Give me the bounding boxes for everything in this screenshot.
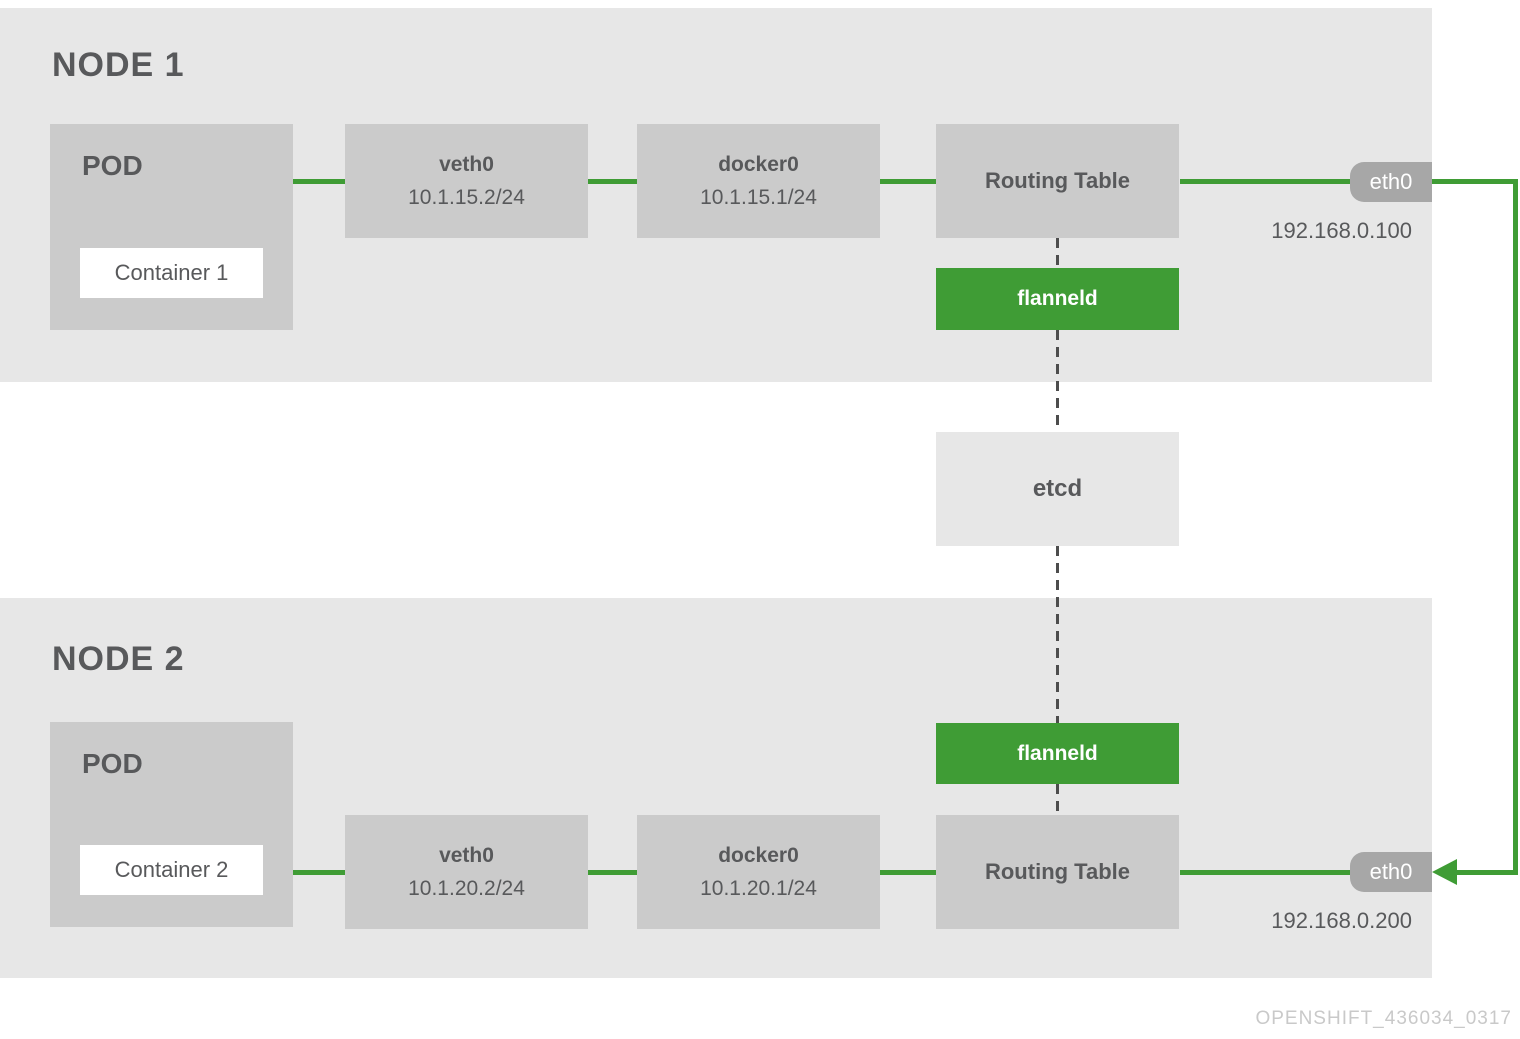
- link-docker-routing-node2: [880, 870, 936, 875]
- veth0-name-node1: veth0: [439, 152, 494, 176]
- eth0-ip-node1: 192.168.0.100: [1271, 218, 1412, 243]
- veth0-name-node2: veth0: [439, 843, 494, 867]
- pod-box-node1: POD Container 1: [50, 124, 293, 330]
- flanneld-box-node1: flanneld: [936, 268, 1179, 330]
- container2-box: Container 2: [80, 845, 263, 895]
- link-node1-to-node2-vertical: [1513, 179, 1518, 875]
- routing-table-label-node2: Routing Table: [984, 858, 1131, 884]
- node1-title: NODE 1: [52, 46, 185, 84]
- routing-table-label-node1: Routing Table: [984, 167, 1131, 193]
- flanneld-box-node2: flanneld: [936, 723, 1179, 784]
- link-pod-veth-node1: [293, 179, 345, 184]
- routing-table-box-node2: Routing Table: [936, 815, 1179, 929]
- dashed-flanneld-routing-node2: [1056, 784, 1059, 815]
- flanneld-label-node1: flanneld: [1017, 287, 1098, 311]
- veth0-box-node1: veth0 10.1.15.2/24: [345, 124, 588, 238]
- link-routing-eth0-node2: [1180, 870, 1432, 875]
- docker0-box-node1: docker0 10.1.15.1/24: [637, 124, 880, 238]
- flanneld-label-node2: flanneld: [1017, 741, 1098, 765]
- dashed-etcd-flanneld-node2: [1056, 546, 1059, 723]
- link-pod-veth-node2: [293, 870, 345, 875]
- veth0-box-node2: veth0 10.1.20.2/24: [345, 815, 588, 929]
- veth0-ip-node2: 10.1.20.2/24: [408, 877, 525, 900]
- pod-label-node1: POD: [82, 150, 143, 181]
- routing-table-box-node1: Routing Table: [936, 124, 1179, 238]
- arrowhead-into-eth0-node2: [1432, 859, 1457, 885]
- node2-title: NODE 2: [52, 640, 185, 678]
- container1-box: Container 1: [80, 248, 263, 298]
- eth0-pill-node1: eth0: [1350, 162, 1432, 202]
- link-docker-routing-node1: [880, 179, 936, 184]
- link-veth-docker-node1: [588, 179, 637, 184]
- dashed-flanneld-etcd-node1: [1056, 330, 1059, 432]
- docker0-name-node1: docker0: [718, 152, 799, 176]
- pod-box-node2: POD Container 2: [50, 722, 293, 927]
- docker0-box-node2: docker0 10.1.20.1/24: [637, 815, 880, 929]
- dashed-routing-flanneld-node1: [1056, 238, 1059, 268]
- eth0-pill-node2: eth0: [1350, 852, 1432, 892]
- watermark-text: OPENSHIFT_436034_0317: [1255, 1008, 1512, 1029]
- etcd-box: etcd: [936, 432, 1179, 546]
- link-routing-eth0-node1: [1180, 179, 1518, 184]
- docker0-ip-node2: 10.1.20.1/24: [700, 877, 817, 900]
- pod-label-node2: POD: [82, 748, 143, 779]
- docker0-name-node2: docker0: [718, 843, 799, 867]
- docker0-ip-node1: 10.1.15.1/24: [700, 186, 817, 209]
- eth0-ip-node2: 192.168.0.200: [1271, 908, 1412, 933]
- etcd-label: etcd: [1032, 474, 1083, 502]
- veth0-ip-node1: 10.1.15.2/24: [408, 186, 525, 209]
- link-veth-docker-node2: [588, 870, 637, 875]
- link-to-eth0-node2: [1455, 870, 1515, 875]
